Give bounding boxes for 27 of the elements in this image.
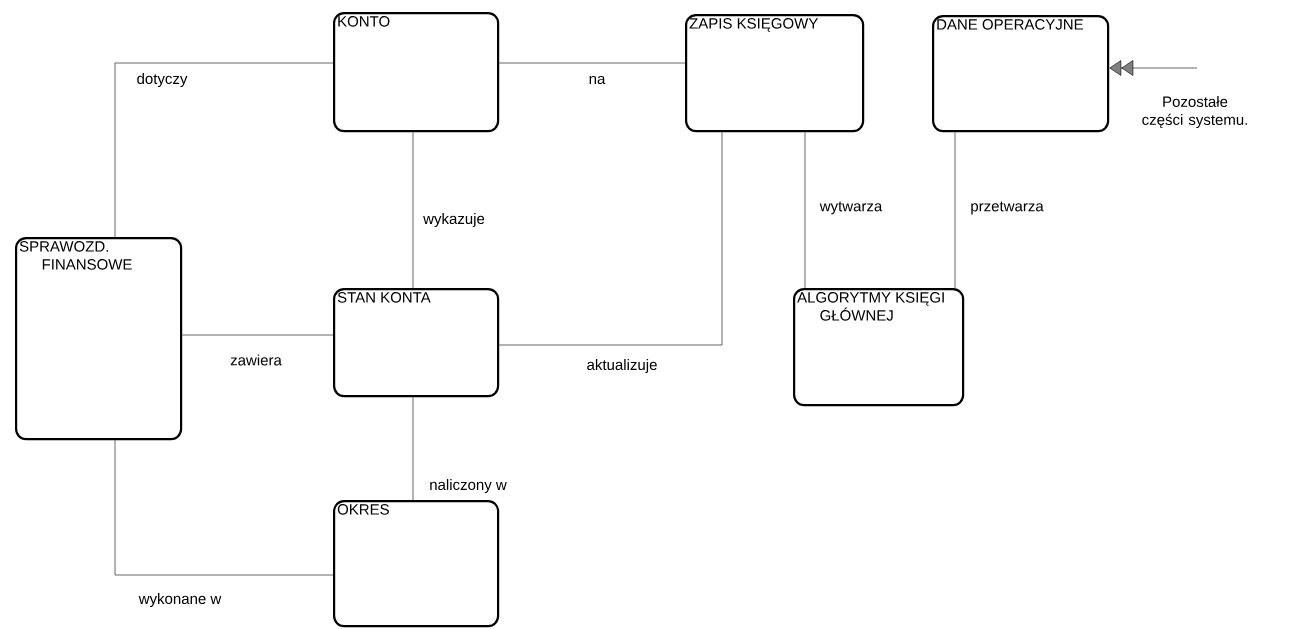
- connector: [114, 439, 334, 576]
- edge-label: aktualizuje: [585, 358, 659, 374]
- entity-box: STAN KONTA: [333, 288, 500, 398]
- entity-box: ZAPIS KSIĘGOWY: [685, 14, 865, 133]
- connector: [498, 131, 723, 346]
- edge-label: wykonane w: [137, 592, 223, 608]
- edge-label: wykazuje: [422, 212, 486, 228]
- connector: [412, 131, 414, 289]
- edge-label: Pozostałe części systemu.: [1139, 95, 1251, 129]
- edge-label: naliczony w: [428, 478, 508, 494]
- entity-box: ALGORYTMY KSIĘGI GŁÓWNEJ: [793, 288, 965, 407]
- entity-box: KONTO: [333, 12, 500, 133]
- edge-label: wytwarza: [818, 200, 884, 216]
- edge-label: zawiera: [229, 353, 283, 367]
- entity-box: OKRES: [333, 500, 500, 628]
- entity-box: DANE OPERACYJNE: [932, 15, 1110, 133]
- edge-label: przetwarza: [969, 200, 1045, 216]
- edge-label: dotyczy: [135, 72, 189, 88]
- connector: [498, 62, 686, 64]
- connector: [181, 334, 334, 336]
- edge-label: na: [587, 74, 607, 86]
- connector: [412, 396, 414, 501]
- connector: [954, 131, 956, 289]
- connector: [114, 62, 334, 238]
- connector: [1109, 60, 1198, 76]
- entity-box: SPRAWOZD. FINANSOWE: [15, 237, 183, 441]
- connector: [804, 131, 806, 289]
